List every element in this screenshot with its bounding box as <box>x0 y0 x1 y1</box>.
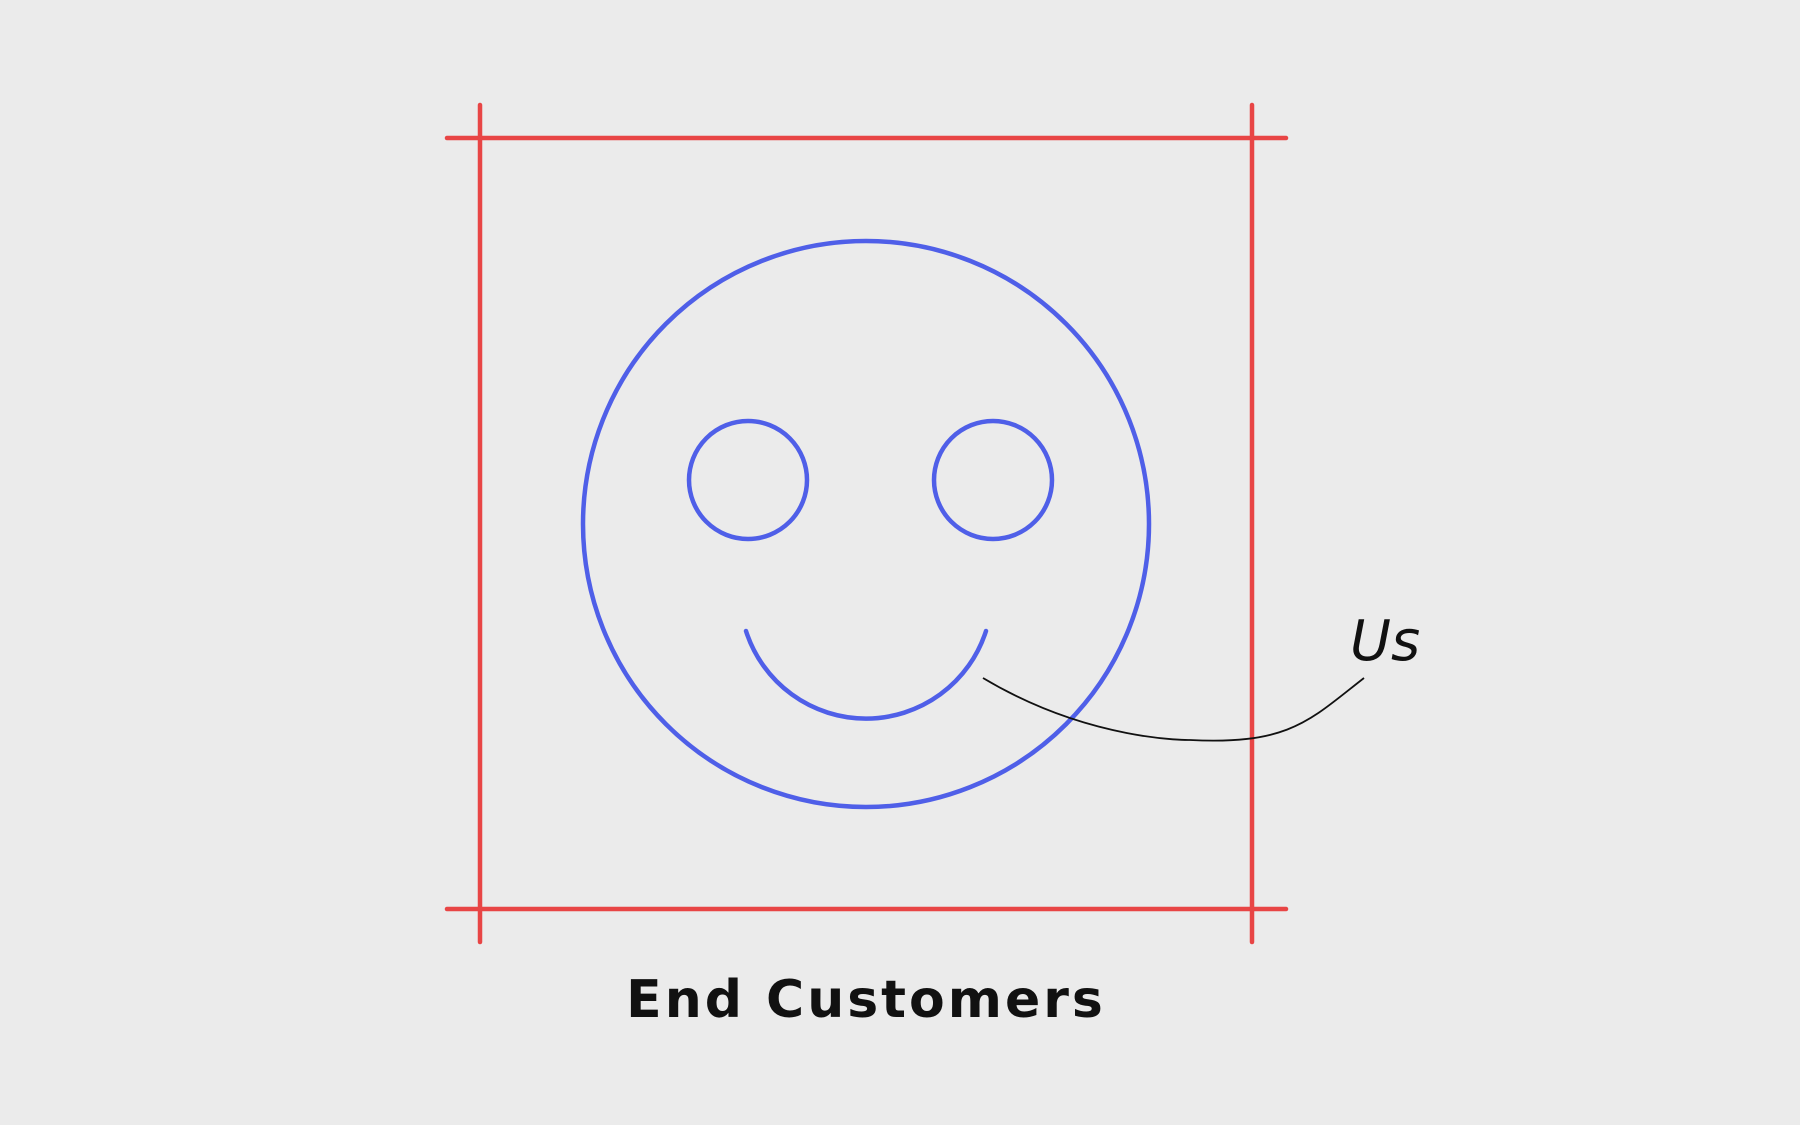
annotation-label: Us <box>1350 609 1420 674</box>
left-eye <box>686 418 810 542</box>
face-outline <box>580 238 1152 810</box>
diagram-caption: End Customers <box>626 970 1106 1030</box>
pointer-line <box>982 677 1365 742</box>
smiley-face-icon <box>580 238 1152 810</box>
frame <box>444 102 1289 945</box>
smile-mouth <box>743 628 989 721</box>
right-eye <box>931 418 1055 542</box>
